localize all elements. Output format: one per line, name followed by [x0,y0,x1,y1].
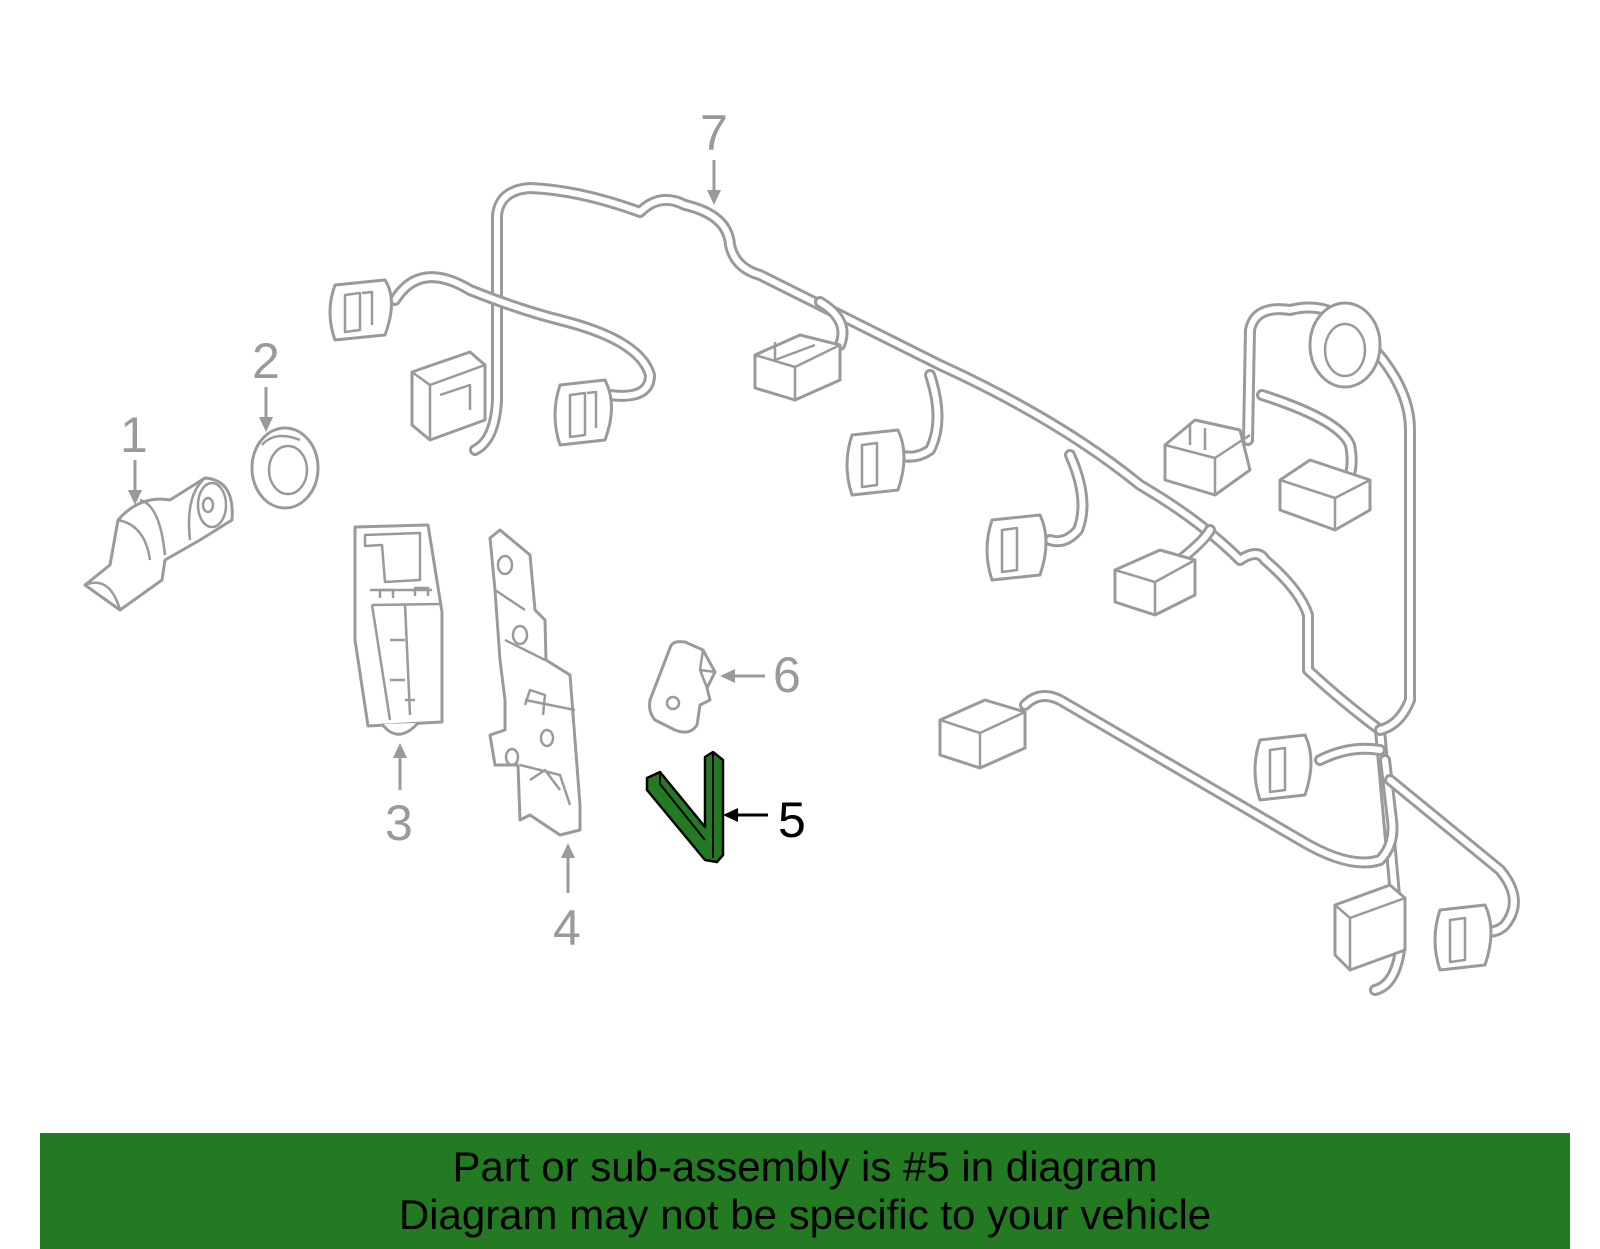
callout-label-4: 4 [553,900,581,956]
clip-part-6[interactable] [648,640,717,734]
harness-block [1163,418,1252,497]
callout-label-5: 5 [778,792,806,848]
wiring-harness-part-7[interactable] [328,182,1520,996]
callout-label-1: 1 [120,407,148,463]
callout-label-2: 2 [252,333,280,389]
callout-5: 5 [723,792,806,848]
banner-line-part-info: Part or sub-assembly is #5 in diagram [452,1143,1158,1190]
harness-connector [845,428,906,497]
harness-connector [328,278,393,342]
harness-block [938,698,1027,770]
harness-plug [410,350,487,442]
harness-connector [553,378,613,447]
harness-connector [1433,903,1493,972]
callout-1: 1 [120,407,148,505]
banner-line-disclaimer: Diagram may not be specific to your vehi… [398,1191,1212,1238]
harness-grommet [1308,301,1382,389]
harness-block [1278,458,1372,532]
harness-block [753,333,842,402]
harness-plug [1333,883,1407,972]
parts-diagram: 1 2 3 4 5 6 7 [83,105,1520,996]
harness-connector [1253,733,1313,802]
sensor-part-1[interactable] [83,476,234,612]
sensor-ring-part-2[interactable] [250,426,320,510]
highlighted-part-5[interactable] [645,750,725,864]
callout-label-6: 6 [773,647,801,703]
callout-label-7: 7 [700,105,728,161]
harness-block [1113,548,1197,617]
callout-2: 2 [252,333,280,432]
holder-part-4[interactable] [488,528,582,837]
info-banner: Part or sub-assembly is #5 in diagram Di… [40,1133,1570,1249]
harness-connector [985,513,1048,582]
callout-7: 7 [700,105,728,205]
callout-label-3: 3 [385,795,413,851]
callout-3: 3 [385,743,413,851]
callout-4: 4 [553,843,581,956]
bracket-part-3[interactable] [353,523,444,736]
callout-6: 6 [720,647,801,703]
